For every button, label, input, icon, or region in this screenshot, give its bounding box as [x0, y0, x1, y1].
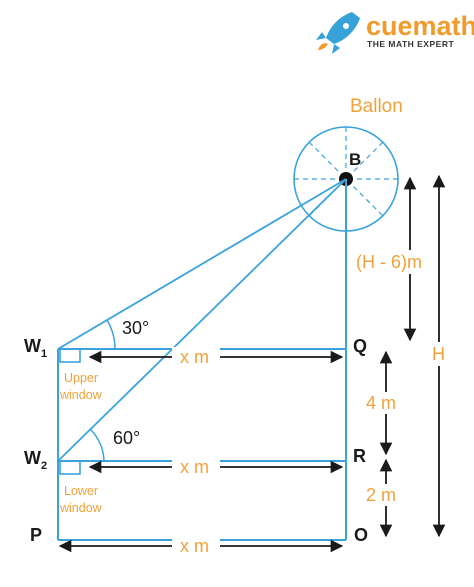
- cuemath-logo: cuemath THE MATH EXPERT: [316, 11, 474, 54]
- brand-name: cuemath: [366, 11, 474, 41]
- point-b-label: B: [349, 150, 361, 169]
- lower-window-label-2: window: [59, 501, 103, 515]
- dist-po-label: x m: [180, 536, 209, 556]
- balloon-label: Ballon: [350, 96, 403, 117]
- point-q-label: Q: [353, 336, 367, 356]
- rocket-icon: [316, 12, 360, 54]
- angle-30-label: 30°: [122, 318, 149, 338]
- point-r-label: R: [353, 446, 366, 466]
- height-bq: (H - 6)m: [354, 250, 436, 274]
- brand-tagline: THE MATH EXPERT: [367, 39, 454, 49]
- height-ro: 2 m: [364, 484, 408, 506]
- lower-window-label-1: Lower: [64, 484, 98, 498]
- height-total-label: H: [432, 344, 445, 364]
- dist-w1q: x m: [172, 347, 220, 367]
- height-total: H: [430, 342, 450, 366]
- point-w2-label: W2: [24, 448, 47, 472]
- point-p-label: P: [30, 525, 42, 545]
- upper-window-label-1: Upper: [64, 371, 98, 385]
- dist-w2r: x m: [172, 457, 220, 477]
- height-bq-label: (H - 6)m: [356, 252, 422, 272]
- point-w1-label: W1: [24, 336, 47, 360]
- dist-po: x m: [172, 536, 220, 556]
- height-qr-label: 4 m: [366, 393, 396, 413]
- angle-60-label: 60°: [113, 428, 140, 448]
- dist-w1q-label: x m: [180, 347, 209, 367]
- height-qr: 4 m: [364, 392, 408, 414]
- point-o-label: O: [354, 525, 368, 545]
- upper-window-label-2: window: [59, 388, 103, 402]
- height-ro-label: 2 m: [366, 485, 396, 505]
- dist-w2r-label: x m: [180, 457, 209, 477]
